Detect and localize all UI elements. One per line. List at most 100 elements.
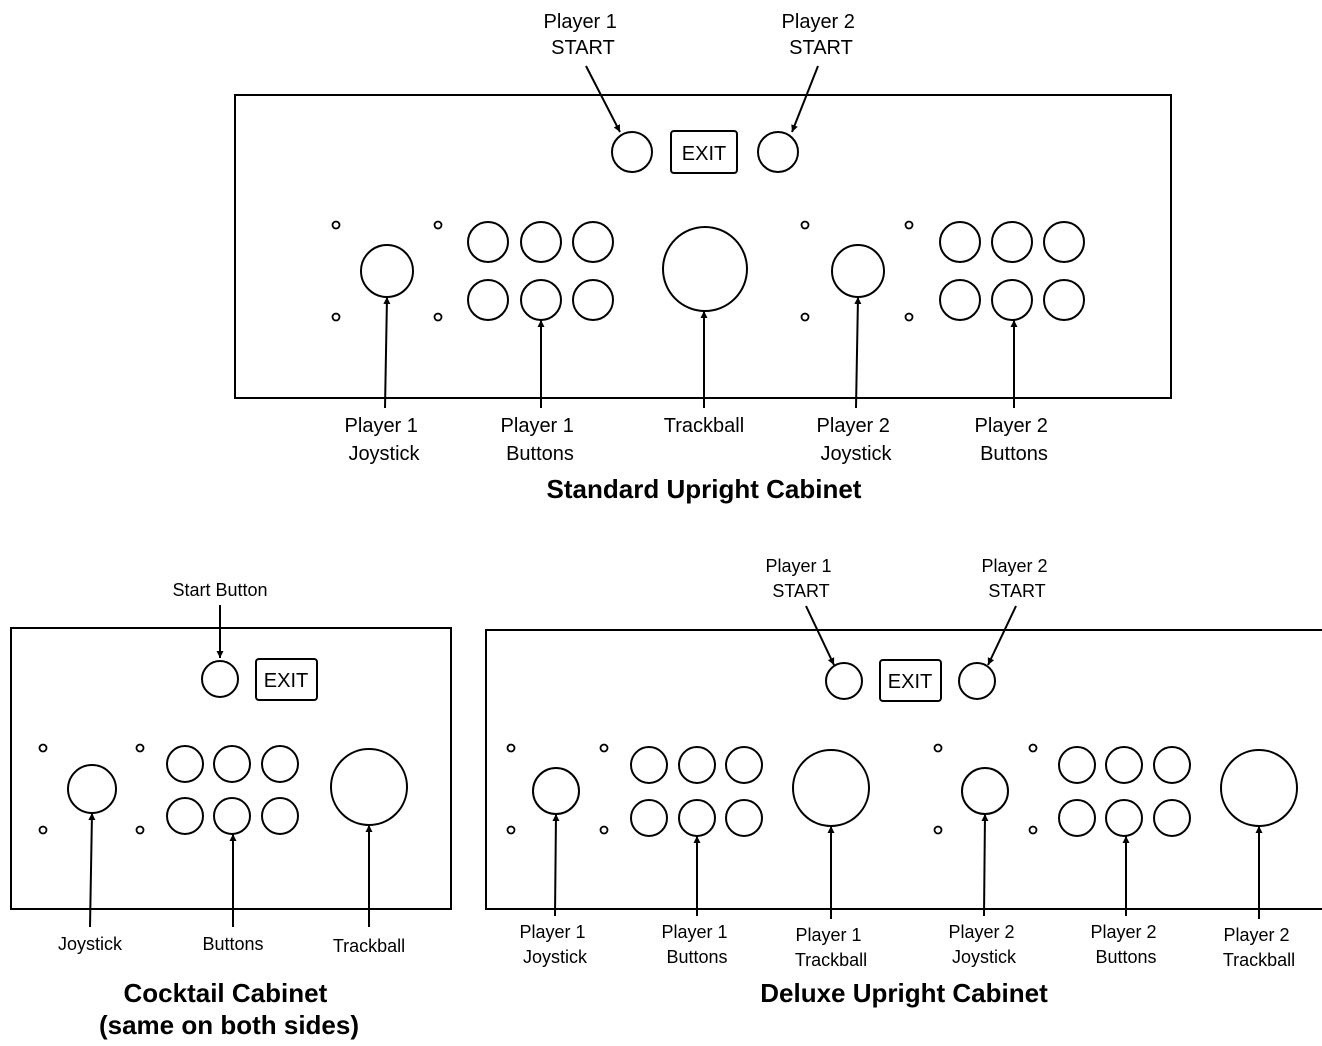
action-button[interactable] <box>991 221 1033 263</box>
standard-title: Standard Upright Cabinet <box>547 474 862 504</box>
deluxe-p1-buttons <box>630 746 763 837</box>
deluxe-p1-start-label: Player 1 START <box>765 556 836 601</box>
deluxe-p2-start-label: Player 2 START <box>981 556 1052 601</box>
action-button[interactable] <box>166 797 204 835</box>
cocktail-buttons <box>166 745 299 835</box>
action-button[interactable] <box>1043 279 1085 321</box>
cocktail-cabinet: Start Button EXIT Joystick Bu <box>10 580 452 1040</box>
action-button[interactable] <box>1058 799 1096 837</box>
standard-p2-joystick[interactable] <box>831 244 885 298</box>
cocktail-joystick-arrow <box>88 812 96 928</box>
action-button[interactable] <box>467 221 509 263</box>
action-button[interactable] <box>1105 746 1143 784</box>
standard-p2-start-arrow <box>791 65 819 133</box>
action-button[interactable] <box>1058 746 1096 784</box>
deluxe-p1-trackball-label: Player 1 Trackball <box>795 925 867 970</box>
cocktail-trackball-label: Trackball <box>333 936 405 956</box>
cocktail-exit-label: EXIT <box>264 670 308 692</box>
deluxe-p2-start-arrow <box>987 605 1017 666</box>
cocktail-joystick[interactable] <box>67 764 117 814</box>
standard-trackball[interactable] <box>662 226 748 312</box>
standard-p2-joystick-label: Player 2 Joystick <box>817 415 896 465</box>
deluxe-p2-buttons <box>1058 746 1191 837</box>
mount-hole <box>933 743 943 753</box>
action-button[interactable] <box>213 745 251 783</box>
cocktail-buttons-label: Buttons <box>202 934 263 954</box>
cocktail-trackball[interactable] <box>330 748 408 826</box>
mount-hole <box>1028 825 1038 835</box>
action-button[interactable] <box>261 797 299 835</box>
deluxe-p2-joystick[interactable] <box>961 767 1009 815</box>
deluxe-p2-start-button[interactable] <box>958 662 996 700</box>
action-button[interactable] <box>572 279 614 321</box>
mount-hole <box>433 220 443 230</box>
standard-trackball-label: Trackball <box>664 415 744 437</box>
mount-hole <box>38 743 48 753</box>
action-button[interactable] <box>725 746 763 784</box>
deluxe-p2-trackball-label: Player 2 Trackball <box>1223 925 1295 970</box>
standard-p1-joystick[interactable] <box>360 244 414 298</box>
deluxe-p2-buttons-label: Player 2 Buttons <box>1090 922 1161 967</box>
deluxe-p1-joystick-label: Player 1 Joystick <box>519 922 590 967</box>
action-button[interactable] <box>520 279 562 321</box>
deluxe-title: Deluxe Upright Cabinet <box>760 978 1048 1008</box>
action-button[interactable] <box>630 746 668 784</box>
mount-hole <box>331 220 341 230</box>
standard-p2-start-button[interactable] <box>757 131 799 173</box>
action-button[interactable] <box>678 746 716 784</box>
deluxe-p2-trackball[interactable] <box>1220 749 1298 827</box>
action-button[interactable] <box>520 221 562 263</box>
standard-exit-button[interactable] <box>670 130 738 174</box>
cocktail-joystick-label: Joystick <box>58 934 123 954</box>
standard-p1-joystick-label: Player 1 Joystick <box>345 415 424 465</box>
mount-hole <box>800 312 810 322</box>
action-button[interactable] <box>213 797 251 835</box>
action-button[interactable] <box>1105 799 1143 837</box>
action-button[interactable] <box>166 745 204 783</box>
standard-p1-buttons <box>467 221 614 321</box>
deluxe-p1-joystick[interactable] <box>532 767 580 815</box>
standard-p1-start-label: Player 1 START <box>544 11 623 59</box>
standard-p2-buttons-label: Player 2 Buttons <box>975 415 1054 465</box>
mount-hole <box>506 825 516 835</box>
mount-hole <box>1028 743 1038 753</box>
cocktail-title: Cocktail Cabinet (same on both sides) <box>99 978 359 1040</box>
action-button[interactable] <box>991 279 1033 321</box>
standard-upright-cabinet: Player 1 START Player 2 START EXIT <box>234 11 1172 504</box>
cocktail-start-button[interactable] <box>201 660 239 698</box>
action-button[interactable] <box>1043 221 1085 263</box>
action-button[interactable] <box>725 799 763 837</box>
action-button[interactable] <box>678 799 716 837</box>
action-button[interactable] <box>1153 746 1191 784</box>
standard-p2-buttons <box>939 221 1085 321</box>
deluxe-exit-button[interactable] <box>879 659 942 702</box>
action-button[interactable] <box>939 221 981 263</box>
deluxe-p1-start-button[interactable] <box>825 662 863 700</box>
deluxe-p1-start-arrow <box>805 605 835 666</box>
action-button[interactable] <box>572 221 614 263</box>
deluxe-upright-cabinet: Player 1 START Player 2 START EXIT <box>485 556 1322 1008</box>
cocktail-start-label: Start Button <box>172 580 267 600</box>
mount-hole <box>331 312 341 322</box>
deluxe-p1-trackball[interactable] <box>792 749 870 827</box>
deluxe-p1-joystick-arrow <box>552 813 560 917</box>
deluxe-p1-buttons-label: Player 1 Buttons <box>661 922 732 967</box>
mount-hole <box>904 220 914 230</box>
mount-hole <box>800 220 810 230</box>
cocktail-exit-button[interactable] <box>255 658 318 701</box>
standard-p1-start-button[interactable] <box>611 131 653 173</box>
standard-p1-buttons-label: Player 1 Buttons <box>501 415 580 465</box>
standard-exit-label: EXIT <box>682 143 726 165</box>
action-button[interactable] <box>630 799 668 837</box>
cocktail-mount-holes <box>38 743 145 835</box>
action-button[interactable] <box>1153 799 1191 837</box>
deluxe-mount-holes <box>506 743 1038 835</box>
action-button[interactable] <box>467 279 509 321</box>
standard-p1-start-arrow <box>585 65 621 133</box>
action-button[interactable] <box>939 279 981 321</box>
deluxe-exit-label: EXIT <box>888 671 932 693</box>
deluxe-p2-joystick-arrow <box>981 813 989 917</box>
action-button[interactable] <box>261 745 299 783</box>
mount-hole <box>135 825 145 835</box>
